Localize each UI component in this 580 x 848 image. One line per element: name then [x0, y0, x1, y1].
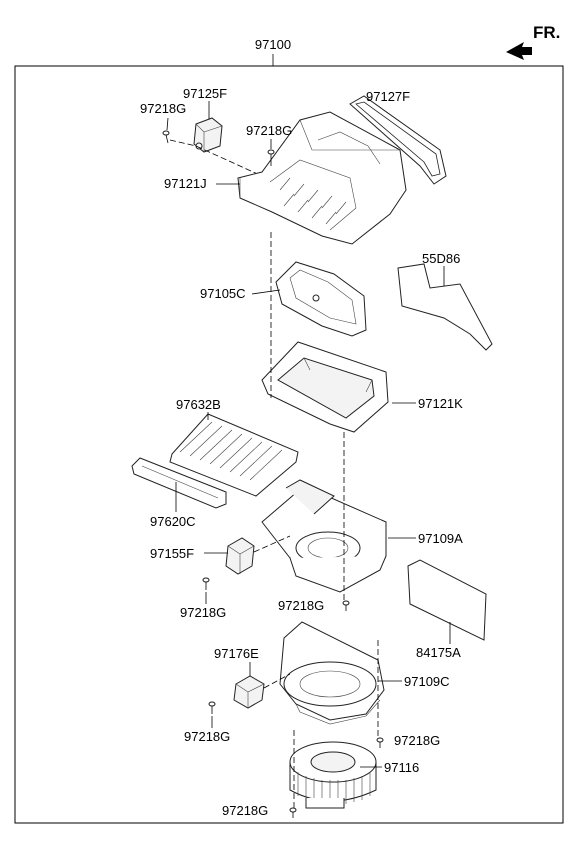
- part-97121K: [261, 341, 389, 433]
- label-55D86: 55D86: [422, 251, 460, 266]
- label-97218G-g: 97218G: [222, 803, 268, 818]
- screw-97218G-c: [202, 577, 210, 590]
- part-97620C: [131, 457, 227, 509]
- label-97218G-c: 97218G: [180, 605, 226, 620]
- part-97155F: [225, 537, 255, 575]
- label-97121J: 97121J: [164, 176, 207, 191]
- part-84175A: [407, 559, 487, 641]
- part-97116: [289, 741, 377, 809]
- part-97127F: [349, 95, 447, 185]
- label-97105C: 97105C: [200, 286, 246, 301]
- part-55D86: [397, 263, 493, 351]
- screw-97218G-a: [162, 130, 170, 144]
- screw-97218G-e: [208, 701, 216, 714]
- label-97121K: 97121K: [418, 396, 463, 411]
- screw-97218G-g: [289, 807, 297, 818]
- label-97218G-d: 97218G: [278, 598, 324, 613]
- label-97218G-b: 97218G: [246, 123, 292, 138]
- part-97109A: [261, 479, 387, 593]
- label-97109A: 97109A: [418, 531, 463, 546]
- assembly-frame: [14, 65, 564, 824]
- part-97121J: [237, 111, 407, 245]
- front-direction-indicator: FR.: [506, 23, 560, 60]
- part-97109C: [279, 621, 385, 725]
- label-97218G-f: 97218G: [394, 733, 440, 748]
- screw-97218G-f: [376, 737, 384, 748]
- part-97105C: [275, 261, 367, 337]
- part-97125F: [193, 117, 223, 153]
- assembly-number: 97100: [255, 37, 291, 52]
- screw-97218G-d: [342, 600, 350, 611]
- label-97176E: 97176E: [214, 646, 259, 661]
- label-97116: 97116: [384, 760, 419, 775]
- label-97632B: 97632B: [176, 397, 221, 412]
- front-label: FR.: [533, 23, 560, 42]
- label-97109C: 97109C: [404, 674, 450, 689]
- label-84175A: 84175A: [416, 645, 461, 660]
- label-97127F: 97127F: [366, 89, 410, 104]
- label-97155F: 97155F: [150, 546, 194, 561]
- part-97176E: [233, 675, 265, 709]
- screw-97218G-b: [267, 149, 275, 166]
- label-97218G-e: 97218G: [184, 729, 230, 744]
- label-97620C: 97620C: [150, 514, 196, 529]
- label-97125F: 97125F: [183, 86, 227, 101]
- label-97218G-a: 97218G: [140, 101, 186, 116]
- front-arrow-icon: [506, 42, 532, 60]
